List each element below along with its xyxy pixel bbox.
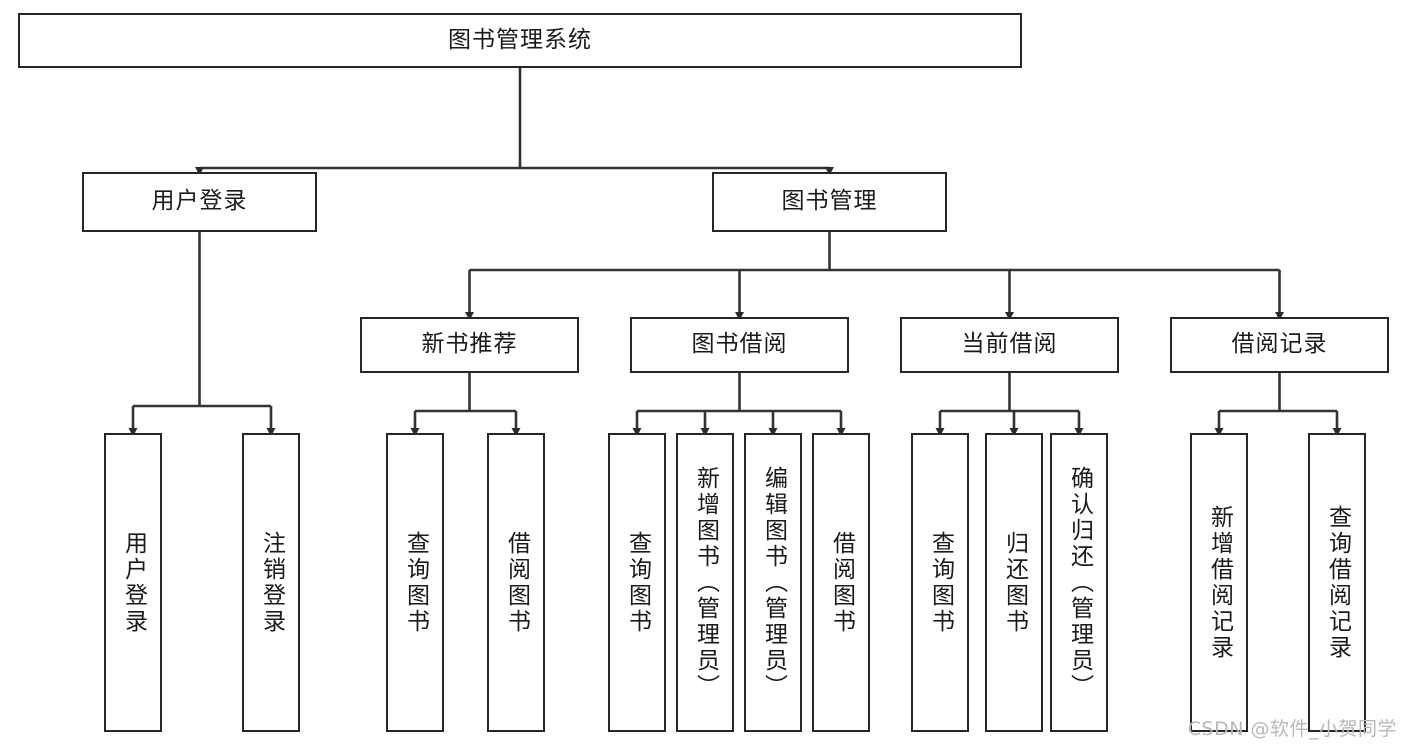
- node-label: 图书管理系统: [448, 26, 592, 53]
- node-label: 查询借阅记录: [1324, 504, 1351, 661]
- node-leaf-query-book-3[interactable]: 查询图书: [911, 433, 969, 732]
- node-label: 查询图书: [624, 530, 651, 635]
- node-label: 借阅记录: [1231, 331, 1328, 358]
- node-leaf-borrow-book-1[interactable]: 借阅图书: [487, 433, 545, 732]
- node-label: 借阅图书: [503, 530, 530, 635]
- node-leaf-return-book[interactable]: 归还图书: [985, 433, 1043, 732]
- node-label: 用户登录: [120, 530, 147, 635]
- node-root[interactable]: 图书管理系统: [18, 13, 1022, 68]
- node-label: 图书借阅: [691, 331, 788, 358]
- node-leaf-user-login[interactable]: 用户登录: [104, 433, 162, 732]
- node-leaf-add-borrow-record[interactable]: 新增借阅记录: [1190, 433, 1248, 732]
- node-current-borrow[interactable]: 当前借阅: [900, 317, 1119, 373]
- node-label: 确认归还（管理员）: [1066, 465, 1093, 700]
- node-label: 新增借阅记录: [1206, 504, 1233, 661]
- node-label: 编辑图书（管理员）: [760, 465, 787, 700]
- node-leaf-query-book-2[interactable]: 查询图书: [608, 433, 666, 732]
- node-label: 查询图书: [402, 530, 429, 635]
- node-label: 归还图书: [1001, 530, 1028, 635]
- node-user-login[interactable]: 用户登录: [82, 172, 317, 232]
- node-leaf-edit-book-admin[interactable]: 编辑图书（管理员）: [744, 433, 802, 732]
- node-label: 新书推荐: [421, 331, 518, 358]
- node-leaf-add-book-admin[interactable]: 新增图书（管理员）: [676, 433, 734, 732]
- node-label: 新增图书（管理员）: [692, 465, 719, 700]
- node-new-book-recommend[interactable]: 新书推荐: [360, 317, 579, 373]
- node-leaf-query-book-1[interactable]: 查询图书: [386, 433, 444, 732]
- node-leaf-borrow-book-2[interactable]: 借阅图书: [812, 433, 870, 732]
- node-borrow-record[interactable]: 借阅记录: [1170, 317, 1389, 373]
- node-label: 用户登录: [151, 188, 248, 215]
- watermark-text: CSDN @软件_小贺同学: [1187, 718, 1397, 740]
- node-book-manage[interactable]: 图书管理: [712, 172, 947, 232]
- node-label: 注销登录: [258, 530, 285, 635]
- node-label: 图书管理: [781, 188, 878, 215]
- node-label: 当前借阅: [961, 331, 1058, 358]
- node-book-borrow[interactable]: 图书借阅: [630, 317, 849, 373]
- node-label: 查询图书: [927, 530, 954, 635]
- node-leaf-logout[interactable]: 注销登录: [242, 433, 300, 732]
- node-leaf-confirm-return-admin[interactable]: 确认归还（管理员）: [1050, 433, 1108, 732]
- node-label: 借阅图书: [828, 530, 855, 635]
- node-leaf-query-borrow-record[interactable]: 查询借阅记录: [1308, 433, 1366, 732]
